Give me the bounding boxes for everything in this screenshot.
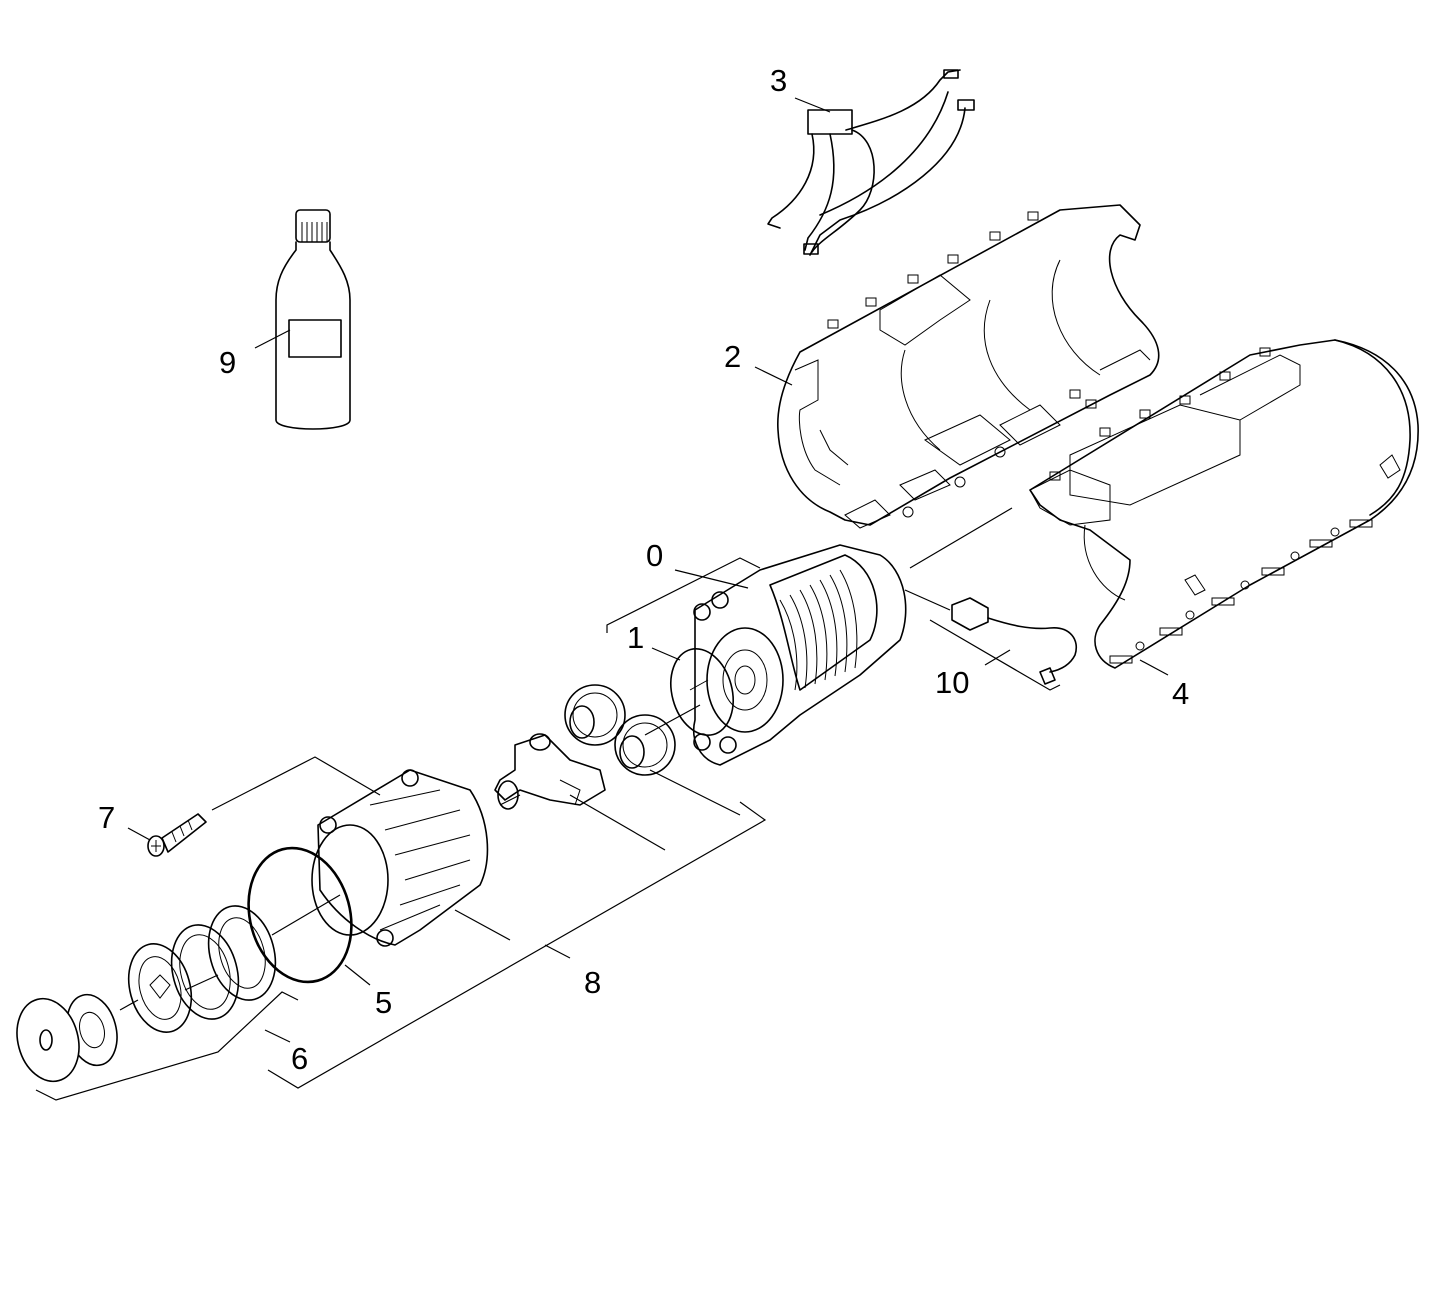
sensor-cable-part-10[interactable]: [951, 597, 1077, 685]
callout-4: 4: [1172, 676, 1189, 711]
wiring-harness-part-3[interactable]: [767, 69, 975, 256]
gear-lower[interactable]: [614, 714, 676, 776]
callout-1: 1: [627, 620, 644, 655]
oil-bottle-part-9[interactable]: [275, 209, 351, 430]
callout-7: 7: [98, 800, 115, 835]
pump-fitting[interactable]: [494, 733, 606, 810]
bearing-set-part-6[interactable]: [8, 898, 285, 1088]
callout-3: 3: [770, 63, 787, 98]
leader-lines: [35, 97, 1169, 1101]
callout-2: 2: [724, 339, 741, 374]
o-ring-part-1[interactable]: [662, 642, 743, 743]
callout-10: 10: [935, 665, 969, 700]
callout-6: 6: [291, 1041, 308, 1076]
pump-housing-part-8[interactable]: [311, 769, 489, 947]
callout-8: 8: [584, 965, 601, 1000]
motor-part-0[interactable]: [689, 544, 907, 766]
callout-9: 9: [219, 345, 236, 380]
lower-housing-part-4[interactable]: [1029, 339, 1419, 669]
screw-part-7[interactable]: [147, 813, 207, 857]
gear-upper[interactable]: [564, 684, 626, 746]
callout-5: 5: [375, 985, 392, 1020]
upper-housing-part-2[interactable]: [777, 204, 1160, 529]
callout-0: 0: [646, 538, 663, 573]
o-ring-part-5[interactable]: [234, 836, 366, 993]
